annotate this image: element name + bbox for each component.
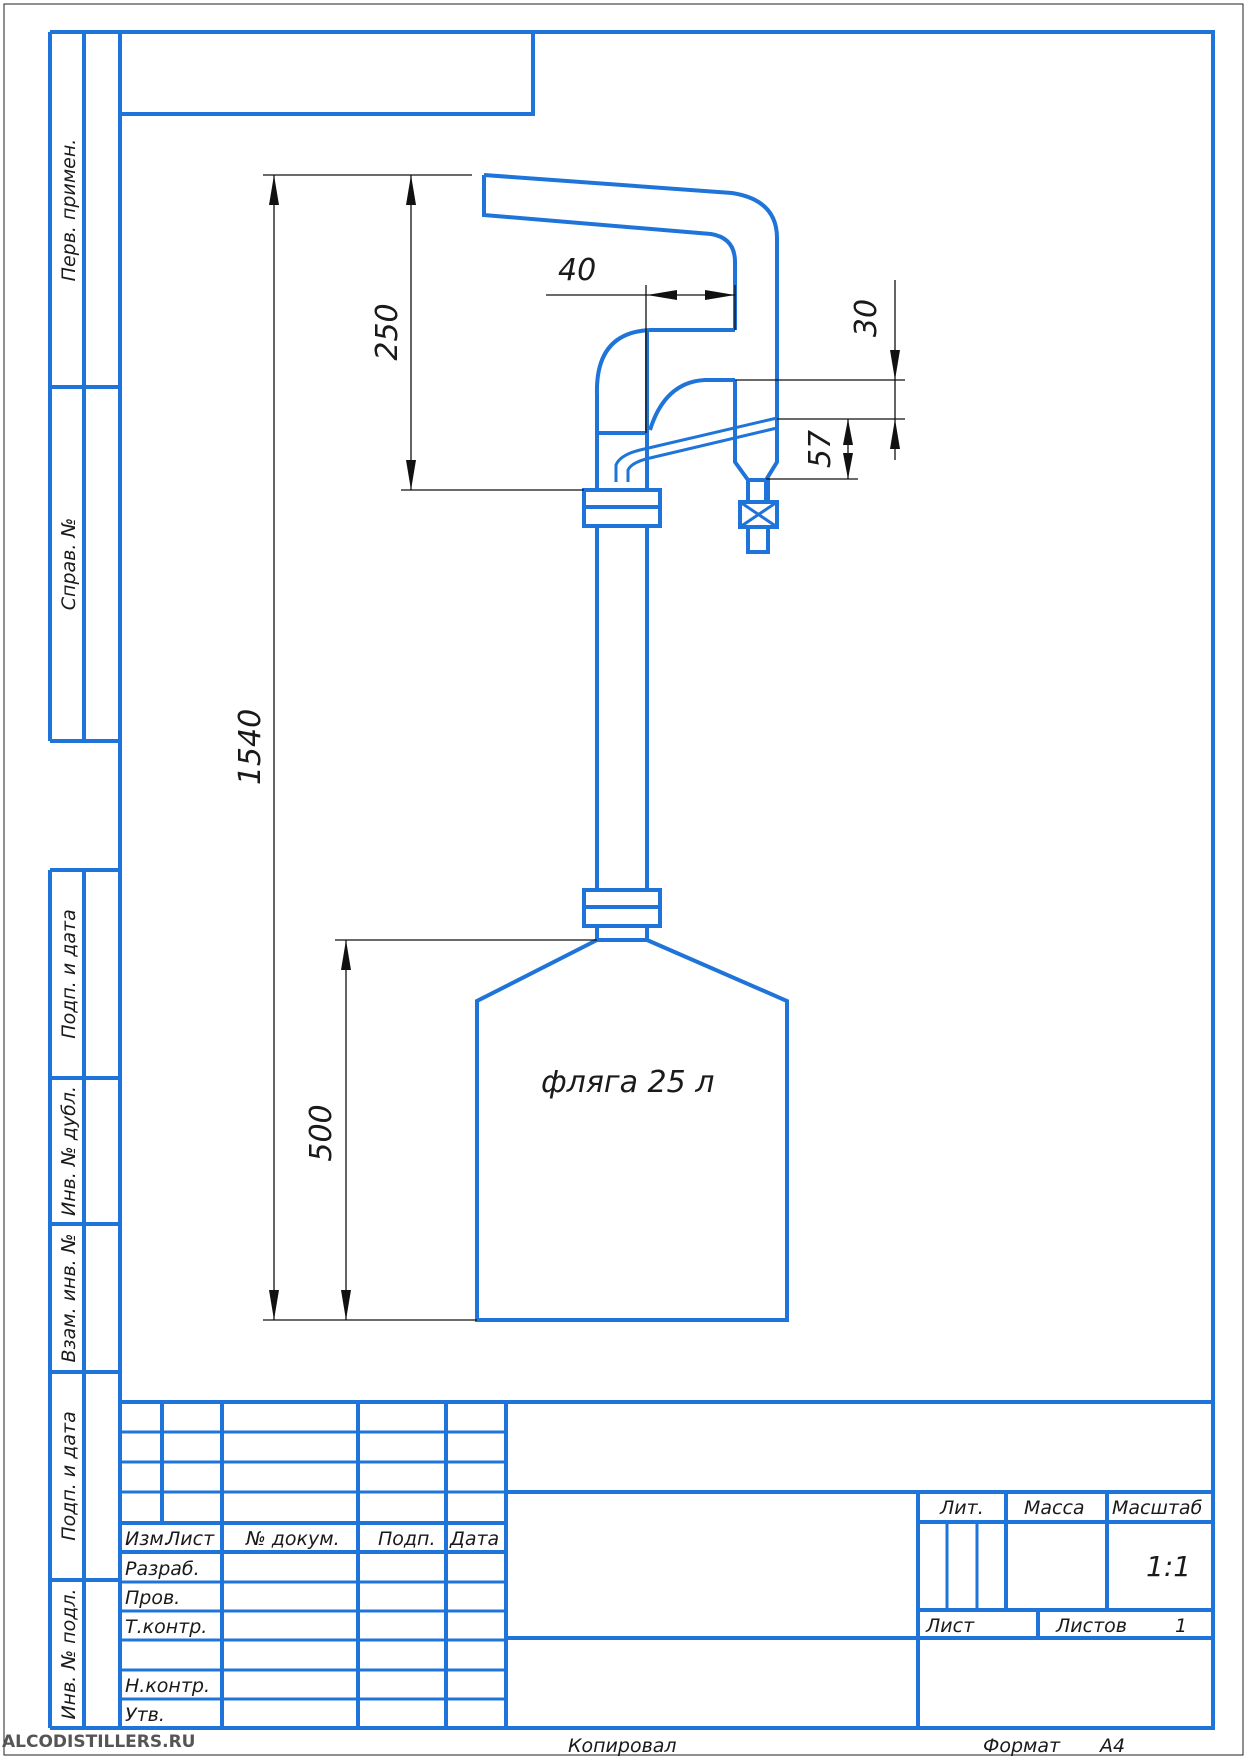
side-label-podp-data-2: Подп. и дата (58, 1411, 80, 1540)
left-margin-upper (48, 30, 120, 743)
side-label-sprav: Справ. № (58, 518, 80, 610)
vapor-tube-outer (483, 173, 779, 420)
side-label-inv-dubl: Инв. № дубл. (58, 1086, 80, 1216)
bend-outer (594, 328, 735, 490)
label-sheet: Лист (925, 1615, 975, 1637)
dimension-30 (735, 280, 905, 460)
role-tkontr: Т.контр. (125, 1616, 207, 1638)
main-frame (118, 30, 1215, 1730)
watermark: ALCODISTILLERS.RU (2, 1732, 195, 1752)
header-izm: Изм. (125, 1528, 170, 1550)
flask-label: фляга 25 л (541, 1065, 714, 1100)
label-lit: Лит. (939, 1497, 984, 1519)
role-prov: Пров. (125, 1587, 180, 1609)
reflux-tube (614, 416, 778, 482)
label-sheets: Листов (1055, 1615, 1127, 1637)
role-nkontr: Н.контр. (125, 1675, 210, 1697)
label-masshtab: Масштаб (1112, 1497, 1203, 1519)
dimension-57 (766, 419, 858, 480)
sheets-value: 1 (1175, 1615, 1187, 1637)
dimension-57-label: 57 (803, 430, 838, 468)
footer-copied: Копировал (568, 1735, 677, 1757)
vapor-tube-inner (482, 175, 737, 330)
role-razrab: Разраб. (125, 1558, 200, 1580)
still-apparatus (475, 173, 789, 1322)
top-left-box (118, 30, 535, 116)
dimension-40 (546, 285, 736, 433)
side-label-podp-data-1: Подп. и дата (58, 909, 80, 1038)
header-podp: Подп. (378, 1528, 436, 1550)
dimension-500 (335, 939, 597, 1320)
side-label-perv-primen: Перв. примен. (58, 139, 80, 282)
side-label-inv-podl: Инв. № подл. (58, 1588, 80, 1719)
dimension-500-label: 500 (304, 1104, 339, 1161)
dimension-250 (401, 175, 584, 491)
sheet-edge (3, 3, 1244, 1756)
dimension-250-label: 250 (370, 303, 405, 360)
header-list: Лист (165, 1528, 215, 1550)
title-block (120, 1400, 1213, 1728)
dimension-30-label: 30 (849, 299, 884, 337)
footer-format-value: A4 (1098, 1735, 1125, 1757)
left-margin-lower (48, 868, 120, 1730)
dimension-1540-label: 1540 (233, 709, 268, 785)
footer-format: Формат (983, 1735, 1061, 1757)
dimension-40-label: 40 (558, 253, 596, 288)
scale-value: 1:1 (1146, 1550, 1191, 1583)
header-data: Дата (449, 1528, 499, 1550)
role-utv: Утв. (125, 1704, 165, 1726)
side-label-vzam-inv: Взам. инв. № (58, 1233, 80, 1362)
dimension-1540 (263, 174, 477, 1321)
label-massa: Масса (1024, 1497, 1085, 1519)
header-dokum: № докум. (245, 1528, 340, 1550)
flask-body (475, 938, 789, 1322)
